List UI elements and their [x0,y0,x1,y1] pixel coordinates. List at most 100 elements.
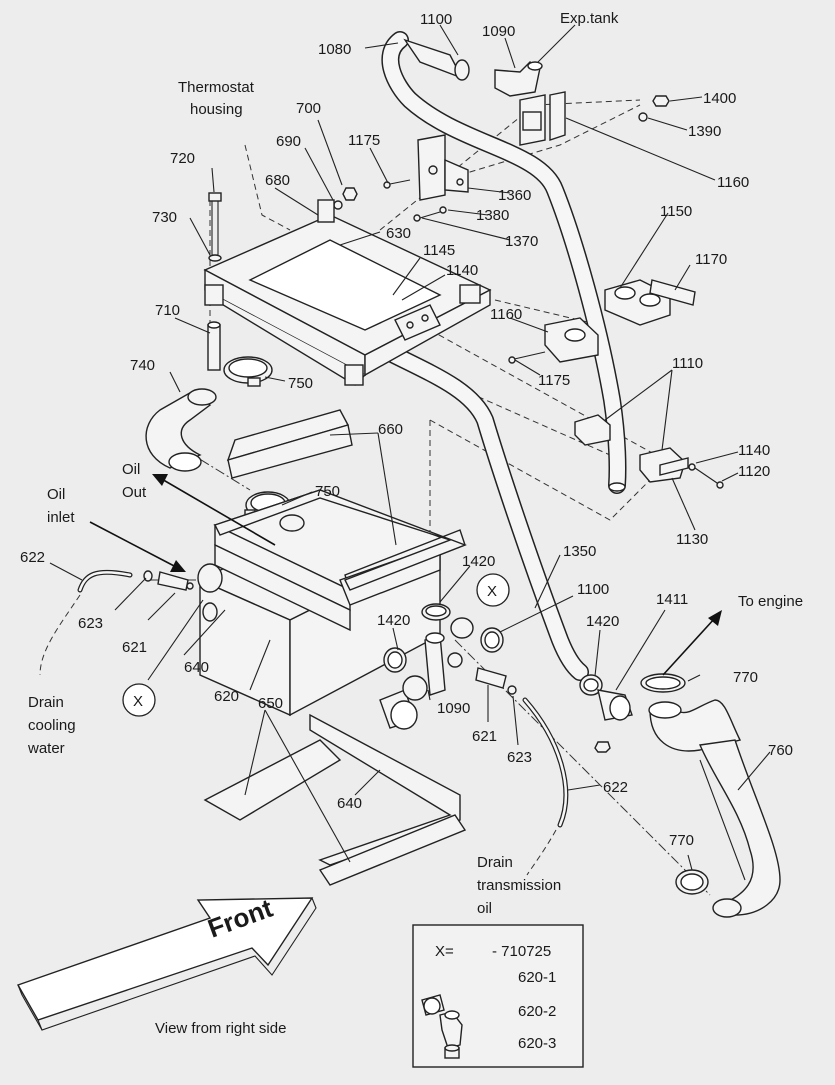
label-770-upper: 770 [733,669,758,686]
bracket-1160-top [519,91,566,146]
label-700: 700 [296,100,321,117]
label-1420-right: 1420 [586,613,619,630]
drain-hose-622-right [522,697,569,828]
label-1090-lower: 1090 [437,700,470,717]
label-1360: 1360 [498,187,531,204]
label-x-right: X [487,583,497,600]
front-arrow [16,897,317,1031]
label-thermostat-2: housing [190,101,243,118]
label-1100-top: 1100 [420,11,452,28]
label-1420-top: 1420 [462,553,495,570]
label-drain-trans-1: Drain [477,854,513,871]
label-623-left: 623 [78,615,103,632]
label-drain-cooling-3: water [27,740,65,757]
label-750-lower: 750 [315,483,340,500]
label-660: 660 [378,421,403,438]
label-680: 680 [265,172,290,189]
label-1140-right: 1140 [738,442,770,459]
label-623-right: 623 [507,749,532,766]
bracket-1110-a [574,414,611,446]
label-750-upper: 750 [288,375,313,392]
clamp-1420-c [579,674,603,696]
label-1390: 1390 [688,123,721,140]
clamp-770-lower [675,869,709,895]
label-1145: 1145 [423,242,455,259]
hose-740 [145,388,217,472]
bolt-1120 [688,463,724,489]
label-1110: 1110 [672,355,703,372]
label-thermostat-1: Thermostat [178,79,255,96]
label-640-upper: 640 [184,659,209,676]
label-1160-lower: 1160 [490,306,522,323]
label-730: 730 [152,209,177,226]
label-1160-top: 1160 [717,174,749,191]
label-720: 720 [170,150,195,167]
clamp-750-upper [223,356,273,387]
label-690: 690 [276,133,301,150]
label-621-left: 621 [122,639,147,656]
label-630: 630 [386,225,411,242]
hose-760 [640,673,781,918]
label-1140-top: 1140 [446,262,478,279]
legend-item-3: 620-3 [518,1035,556,1052]
oil-out-arrow [152,474,276,546]
label-1170: 1170 [695,251,727,268]
elbow-1090-top [494,61,543,97]
label-drain-cooling-2: cooling [28,717,76,734]
legend-code: - 710725 [492,943,551,960]
label-view-caption: View from right side [155,1020,286,1037]
x-circle-left [122,683,156,717]
plate-1170 [649,279,696,306]
label-622-left: 622 [20,549,45,566]
label-drain-cooling-1: Drain [28,694,64,711]
label-1380: 1380 [476,207,509,224]
label-760: 760 [768,742,793,759]
clamp-1100-lower [480,627,504,653]
label-exp-tank: Exp.tank [560,10,619,27]
label-1411: 1411 [656,591,688,608]
legend-x-eq: X= [435,943,454,960]
plate-640-upper [214,489,467,591]
clamp-1420-b [383,647,407,673]
label-770-lower: 770 [669,832,694,849]
label-oil-inlet-1: Oil [47,486,65,503]
dashed-guide-lines [150,99,711,896]
frame-630 [203,199,492,386]
label-to-engine: To engine [738,593,803,610]
label-1175-lower: 1175 [538,372,570,389]
sleeve-710 [207,321,221,371]
label-621-right: 621 [472,728,497,745]
drain-hose-622-left [77,569,194,593]
label-x-left: X [133,693,143,710]
to-engine-arrow [662,610,722,676]
legend-text: X= - 710725 620-1 620-2 620-3 [435,943,556,1052]
clamp-1420-a [421,603,451,621]
plate-650 [203,739,467,886]
label-1120: 1120 [738,463,770,480]
label-710: 710 [155,302,180,319]
bolt-720 [208,192,222,262]
label-1175-top: 1175 [348,132,380,149]
label-640-lower: 640 [337,795,362,812]
label-drain-trans-3: oil [477,900,492,917]
label-740: 740 [130,357,155,374]
hose-1100-top [403,38,470,81]
label-1100-lower: 1100 [577,581,609,598]
x-circle-right [476,573,510,607]
label-1370: 1370 [505,233,538,250]
bracket-1360 [417,134,469,201]
bracket-1110-b [639,447,689,483]
label-1420-mid: 1420 [377,612,410,629]
drain-line-left [39,594,81,676]
label-oil-out-2: Out [122,484,147,501]
oil-inlet-arrow [89,521,186,572]
label-oil-inlet-2: inlet [47,509,75,526]
label-drain-trans-2: transmission [477,877,561,894]
legend-box [412,924,584,1068]
label-1400: 1400 [703,90,736,107]
label-1090-top: 1090 [482,23,515,40]
label-1130: 1130 [676,531,708,548]
bolts-top [333,95,670,222]
